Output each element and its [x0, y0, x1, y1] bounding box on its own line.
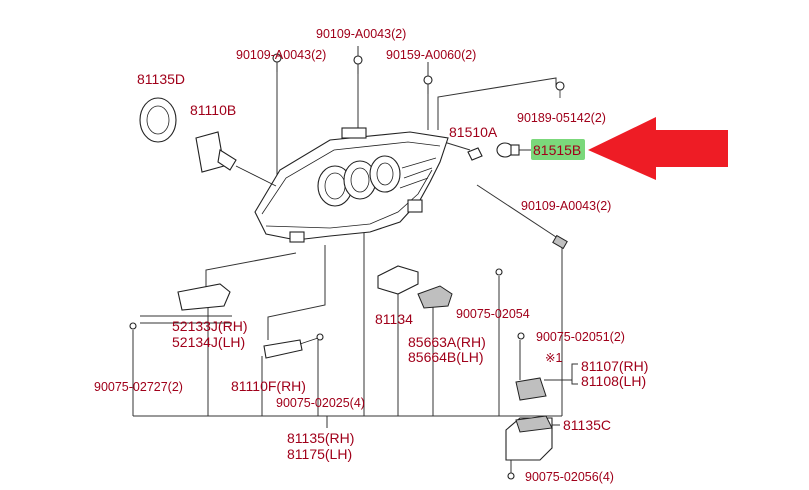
screw-90075-02054 — [495, 268, 503, 276]
cover-81135D — [139, 97, 177, 143]
label-81107: 81107(RH) — [581, 358, 648, 374]
cover-81135C — [505, 415, 553, 461]
label-90075-02025: 90075-02025(4) — [276, 396, 365, 410]
wire-81110F — [263, 333, 324, 359]
label-81110F: 81110F(RH) — [231, 378, 306, 394]
label-90189: 90189-05142(2) — [517, 111, 606, 125]
leader-lines — [132, 46, 578, 474]
highlight-box — [531, 139, 585, 160]
bulb-81515B — [496, 142, 520, 158]
label-81108: 81108(LH) — [581, 373, 646, 389]
label-85664B: 85664B(LH) — [408, 349, 484, 365]
label-90075-02054: 90075-02054 — [456, 307, 530, 321]
connector-81510A — [467, 147, 483, 161]
bracket-52133 — [177, 283, 231, 311]
bolt-top-left — [272, 53, 282, 72]
ballast-81107 — [515, 377, 547, 401]
part-labels: 81135D 81110B 90109-A0043(2) 90109-A0043… — [94, 27, 648, 484]
label-81135D: 81135D — [137, 71, 185, 87]
label-90109-right: 90109-A0043(2) — [521, 199, 611, 213]
label-81135: 81135(RH) — [287, 430, 354, 446]
bulb-81110B — [195, 131, 277, 187]
headlamp-assembly — [254, 127, 449, 243]
label-81510A: 81510A — [449, 124, 498, 140]
screw-90075-02051 — [517, 332, 525, 340]
label-90159: 90159-A0060(2) — [386, 48, 476, 62]
label-81110B: 81110B — [190, 102, 236, 118]
bolt-top-center — [353, 55, 363, 74]
label-90075-02056: 90075-02056(4) — [525, 470, 614, 484]
label-81175: 81175(LH) — [287, 446, 352, 462]
screw-90075-02727 — [129, 322, 137, 330]
screw-90075-02056 — [507, 472, 515, 480]
label-note-mark: ※1 — [545, 351, 562, 365]
label-85663A: 85663A(RH) — [408, 334, 486, 350]
pointer-arrow — [588, 117, 728, 180]
label-90109-top-left: 90109-A0043(2) — [236, 48, 326, 62]
clip-top — [423, 75, 433, 94]
label-90109-top-center: 90109-A0043(2) — [316, 27, 406, 41]
gasket-81134 — [377, 265, 419, 295]
label-52134J: 52134J(LH) — [172, 334, 245, 350]
label-81134: 81134 — [375, 311, 413, 327]
label-81515B: 81515B — [533, 142, 581, 158]
screw-right — [552, 234, 568, 250]
label-81135C: 81135C — [563, 417, 611, 433]
label-90075-02051: 90075-02051(2) — [536, 330, 625, 344]
socket-85663 — [417, 285, 453, 309]
label-52133J: 52133J(RH) — [172, 318, 247, 334]
clip-90189 — [555, 81, 565, 98]
label-90075-02727: 90075-02727(2) — [94, 380, 183, 394]
